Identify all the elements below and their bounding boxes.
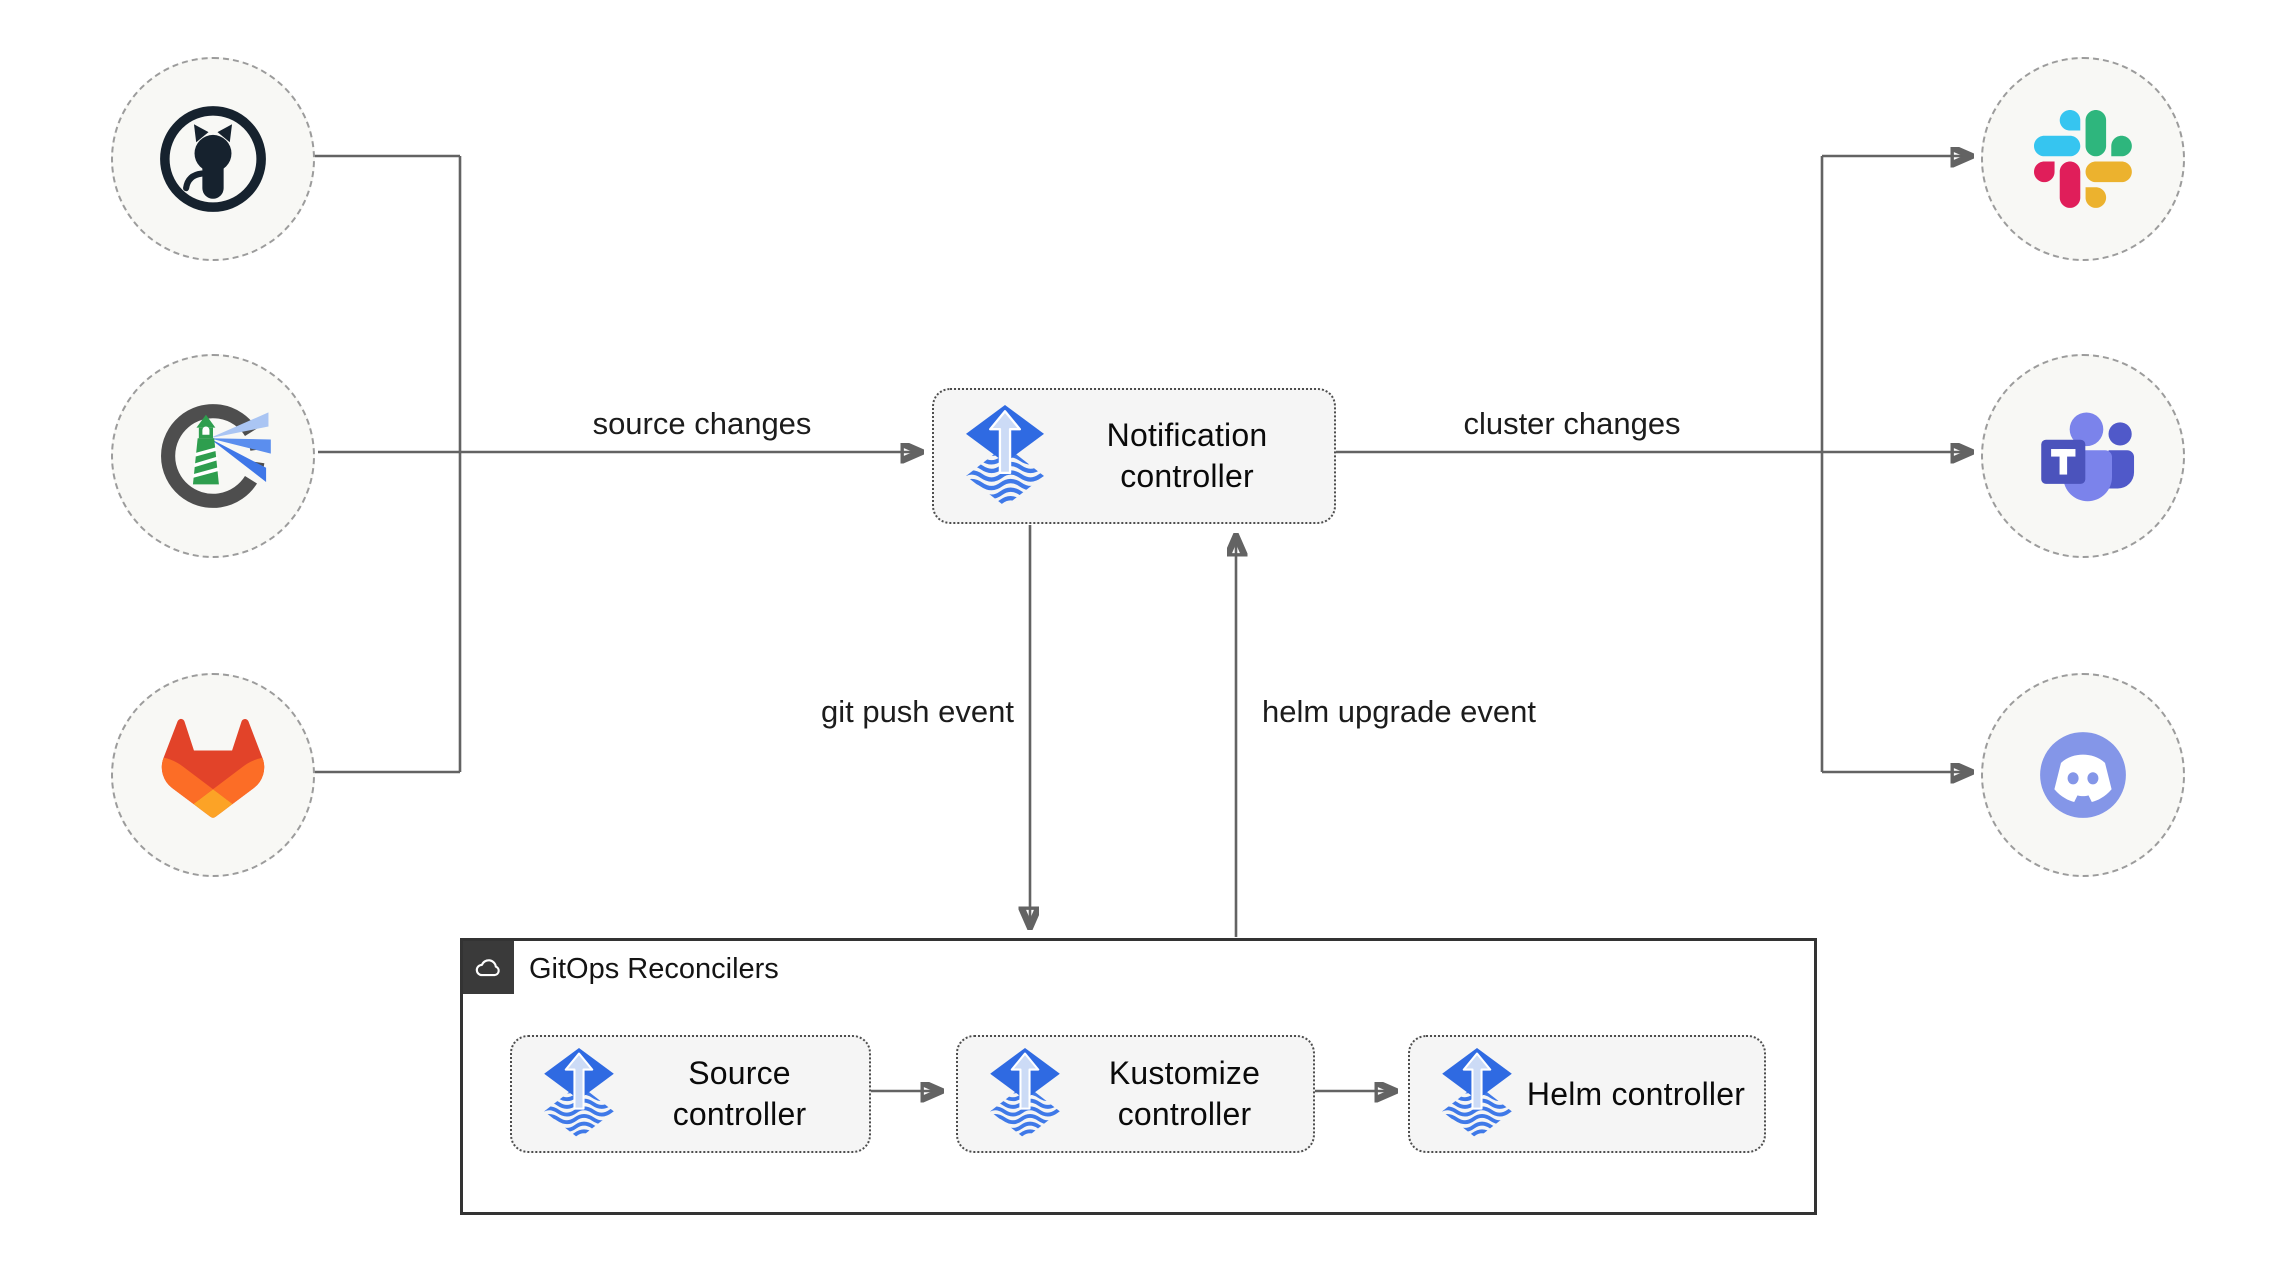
source-controller-label: Source controller <box>672 1055 807 1132</box>
gitlab-icon <box>161 719 265 818</box>
edge-label-git-push-event: git push event <box>820 694 1014 729</box>
gitops-badge <box>463 941 514 994</box>
discord-icon <box>2040 732 2126 818</box>
edge-label-helm-upgrade-event: helm upgrade event <box>1262 694 1537 729</box>
edge-label-source-changes: source changes <box>592 406 812 441</box>
source-node-harbor <box>111 354 315 558</box>
gitops-group-title: GitOps Reconcilers <box>529 953 779 985</box>
target-node-discord <box>1981 673 2185 877</box>
notification-controller-label: Notification controller <box>1106 417 1268 494</box>
flux-icon <box>966 405 1044 508</box>
flux-icon <box>990 1048 1060 1140</box>
harbor-icon <box>161 404 271 508</box>
source-node-gitlab <box>111 673 315 877</box>
source-node-github <box>111 57 315 261</box>
gitops-reconcilers-group: GitOps Reconcilers Source controller Kus… <box>460 938 1817 1215</box>
microsoft-teams-icon <box>2041 412 2135 502</box>
kustomize-controller-label: Kustomize controller <box>1108 1055 1261 1132</box>
github-icon <box>160 106 266 212</box>
slack-icon <box>2034 110 2132 208</box>
target-node-slack <box>1981 57 2185 261</box>
target-node-teams <box>1981 354 2185 558</box>
helm-controller-label: Helm controller <box>1526 1075 1746 1112</box>
flux-icon <box>1442 1048 1512 1140</box>
notification-controller-node: Notification controller <box>932 388 1336 524</box>
flux-icon <box>544 1048 614 1140</box>
controller-node-source: Source controller <box>510 1035 871 1153</box>
edge-label-cluster-changes: cluster changes <box>1463 406 1681 441</box>
cloud-icon <box>475 958 500 976</box>
controller-node-kustomize: Kustomize controller <box>956 1035 1315 1153</box>
controller-node-helm: Helm controller <box>1408 1035 1766 1153</box>
